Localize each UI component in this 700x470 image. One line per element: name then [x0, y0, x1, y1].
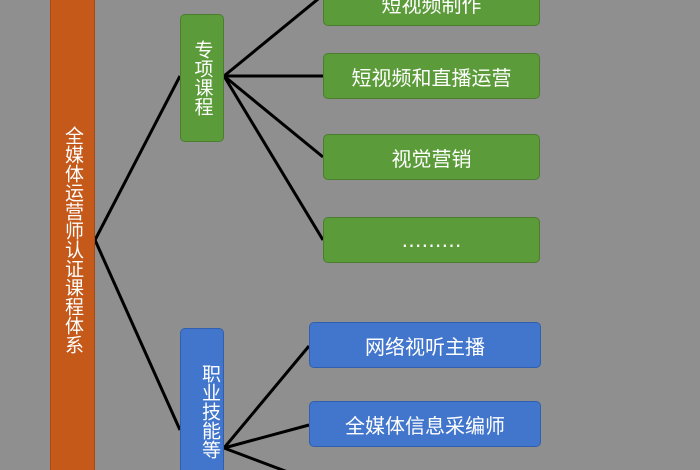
leaf-ellipsis: ………	[323, 217, 540, 263]
root-node: 全媒体运营师认证课程体系	[50, 0, 95, 470]
leaf-all-media-editor: 全媒体信息采编师	[309, 401, 541, 447]
connector-blue-to-leaf-2	[223, 423, 310, 450]
category-vocational-skills: 职业技能等	[180, 328, 224, 470]
leaf-short-video-production: 短视频制作	[323, 0, 540, 26]
connector-green-to-leaf-3	[223, 74, 324, 159]
connector-root-to-vocational-skills	[93, 239, 182, 431]
leaf-visual-marketing: 视觉营销	[323, 134, 540, 180]
connector-blue-to-leaf-1	[222, 345, 311, 449]
connector-root-to-special-courses	[93, 75, 182, 241]
leaf-short-video-live-operations: 短视频和直播运营	[323, 53, 540, 99]
connector-green-to-leaf-4	[222, 75, 325, 241]
leaf-network-av-host: 网络视听主播	[309, 322, 541, 368]
connector-blue-to-leaf-3	[223, 446, 287, 470]
connector-green-to-leaf-1	[223, 0, 320, 78]
category-special-courses: 专项课程	[180, 14, 224, 142]
